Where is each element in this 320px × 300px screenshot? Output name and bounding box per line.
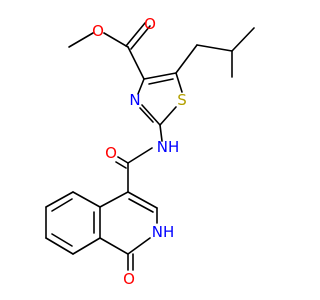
amide-nh-label: NH — [157, 138, 180, 156]
bond-c7-c8 — [45, 237, 74, 255]
bond-amide-carbonyl-second — [115, 161, 127, 169]
bond-c5-c6 — [45, 191, 74, 208]
molecule-structure-canvas: O O S N NH O NH O — [45, 15, 255, 288]
bond-ch-me1 — [231, 27, 255, 52]
bond-ester-carbonyl — [125, 22, 146, 47]
bond-methyl-o — [68, 32, 94, 48]
bond-ch2-ch — [196, 44, 233, 52]
thiazole-sulfur-label: S — [177, 91, 187, 109]
bond-c2-n — [141, 104, 161, 126]
bond-c4iso-c3-second — [128, 198, 154, 213]
bond-c4iso-c3 — [127, 191, 158, 209]
bond-n2-c1 — [127, 237, 151, 255]
lactam-oxygen-label: O — [123, 270, 135, 288]
bonds — [45, 22, 255, 271]
bond-c8-c8a — [72, 237, 101, 255]
ester-carbonyl-oxygen-label: O — [144, 15, 156, 33]
bond-c2-n-second — [139, 107, 154, 123]
lactam-nh-label: NH — [152, 223, 175, 241]
bond-o-ester-carbon — [103, 32, 129, 48]
thiazole-nitrogen-label: N — [129, 91, 140, 109]
bond-c2-nh — [159, 124, 163, 142]
atom-labels: O O S N NH O NH O — [92, 15, 187, 288]
bond-c1-c8a — [99, 237, 129, 255]
bond-c4-c5 — [143, 72, 177, 80]
bond-ester-carbonyl-second — [130, 25, 151, 50]
ester-ether-oxygen-label: O — [92, 22, 104, 40]
bond-c5-ch2 — [175, 44, 198, 74]
bond-nh-co — [127, 147, 153, 164]
bond-c7-c8-second — [51, 233, 73, 247]
bond-s-c2 — [159, 106, 177, 126]
bond-c4a-c4iso — [99, 191, 129, 208]
amide-oxygen-label: O — [105, 144, 117, 162]
bond-n-c4 — [137, 78, 145, 95]
bond-c5-c6-second — [51, 198, 73, 212]
bond-c5-s — [175, 72, 183, 93]
bond-c4-c5-second — [148, 78, 174, 85]
bond-ester-to-ring — [127, 46, 145, 80]
bond-amide-carbonyl — [117, 156, 129, 164]
bond-c4a-c5 — [72, 191, 101, 208]
